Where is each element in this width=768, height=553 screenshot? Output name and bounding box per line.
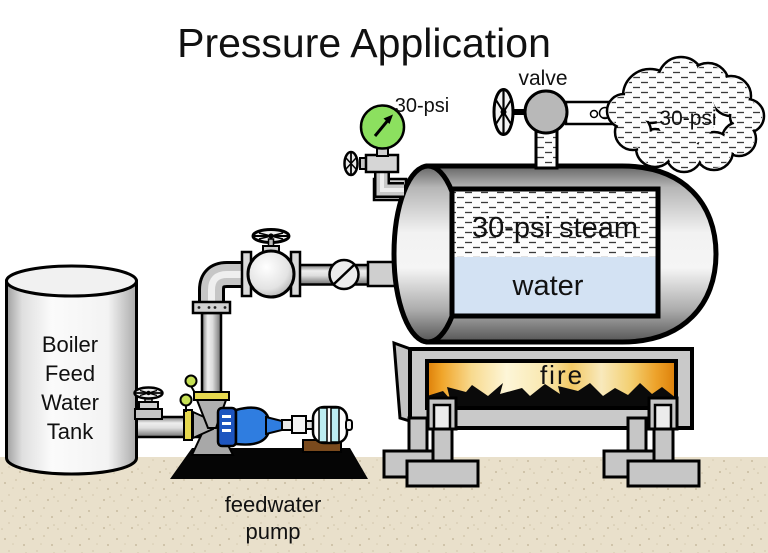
tank-gate-valve: [133, 386, 164, 420]
boiler: 30-psi steam water: [391, 163, 719, 345]
tank-label-line: Feed: [45, 361, 95, 386]
sight-glass-ball: [179, 393, 193, 407]
firebox: fire: [392, 340, 694, 430]
steam-region: [452, 189, 658, 257]
leg-foot: [405, 459, 480, 488]
pump-top-flange: [193, 391, 230, 401]
sight-glass-ball: [184, 374, 198, 388]
riser-flange: [191, 300, 232, 315]
coals: [427, 383, 676, 408]
page-title: Pressure Application: [177, 20, 551, 66]
pump-label-line: pump: [245, 519, 300, 544]
tank-body: [5, 279, 138, 476]
motor-nub: [345, 419, 353, 431]
globe-valve-body: [246, 249, 296, 299]
pump-head: [216, 406, 238, 448]
riser-pipe: [200, 311, 223, 399]
steam-riser-pipe: [534, 128, 559, 170]
boiler-legs: [382, 396, 701, 488]
pump-nose: [265, 415, 283, 436]
boiler-window: [449, 186, 661, 319]
gauge-label: 30-psi: [395, 95, 449, 117]
steam-valve-body: [523, 89, 569, 135]
pump-inlet-flange: [183, 409, 193, 441]
steam-cloud: 30-psi: [605, 55, 766, 174]
motor-band: [330, 407, 340, 443]
steam-bubble: [589, 109, 599, 119]
fire-label: fire: [540, 360, 584, 390]
feed-tank: Boiler Feed Water Tank: [5, 264, 138, 476]
gauge-needle-icon: [373, 118, 391, 137]
feedwater-pump: [170, 374, 368, 479]
water-label: water: [512, 270, 584, 302]
pump-top-cone: [195, 399, 228, 429]
pressure-gauge: 30-psi: [343, 95, 449, 198]
shaft-coupling: [281, 419, 293, 431]
cloud-label: 30-psi: [659, 107, 716, 130]
tank-label-line: Boiler: [42, 332, 98, 357]
shaft-coupling: [291, 415, 307, 434]
boiler-leg: [652, 427, 675, 466]
globe-valve: [240, 228, 302, 299]
steam-label: 30-psi steam: [472, 212, 638, 244]
tank-top: [5, 264, 138, 298]
valve-label: valve: [518, 67, 567, 90]
tank-label-line: Water: [41, 390, 99, 415]
gauge-fitting: [364, 153, 400, 174]
boiler-leg: [431, 427, 454, 466]
water-region: [452, 257, 658, 316]
check-valve: [328, 258, 360, 291]
motor-band: [318, 407, 328, 443]
tank-label-line: Tank: [47, 419, 94, 444]
pump-label-line: feedwater: [225, 492, 322, 517]
leg-foot: [626, 459, 701, 488]
pump-casing: [234, 406, 270, 446]
pump-motor: [311, 405, 349, 445]
